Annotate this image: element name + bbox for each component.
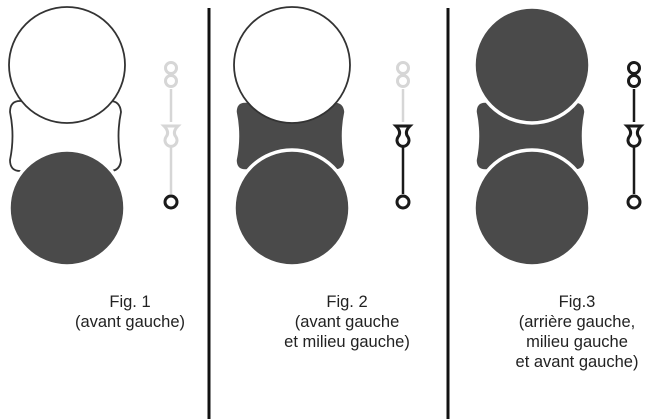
caption-line: (arrière gauche, [518,313,636,331]
caption-line: Fig.3 [558,293,596,311]
caption-line: (avant gauche [294,313,400,331]
caption-line: Fig. 2 [326,293,368,311]
seat-indicator-column [160,61,182,210]
figure-1 [7,6,182,268]
seat-group [472,5,592,268]
seat-indicator-column [392,61,414,210]
caption-line: et avant gauche) [515,353,639,371]
caption-line: Fig. 1 [109,293,151,311]
figure-2-caption: Fig. 2 (avant gauche et milieu gauche) [247,292,447,352]
middle-seat-indicator-icon [623,124,645,148]
rear-seat [8,6,126,124]
rear-seat-indicator-icon [396,61,410,88]
rear-seat [233,6,351,124]
middle-seat-indicator-icon [392,124,414,148]
caption-line: milieu gauche [526,333,628,351]
figure-2 [232,6,414,268]
seat-group [232,6,352,268]
figure-1-caption: Fig. 1 (avant gauche) [30,292,230,332]
rear-seat-indicator-icon [627,61,641,88]
front-seat [472,148,592,268]
caption-line: et milieu gauche) [284,333,410,351]
middle-seat-indicator-icon [160,124,182,148]
figure-3-caption: Fig.3 (arrière gauche, milieu gauche et … [477,292,660,372]
rear-seat-indicator-icon [164,61,178,88]
front-seat-indicator-icon [163,194,179,210]
front-seat [232,148,352,268]
figure-3 [472,5,645,268]
front-seat-indicator-icon [626,194,642,210]
caption-line: (avant gauche) [74,313,186,331]
seat-group [7,6,127,268]
front-seat [7,148,127,268]
rear-seat [472,5,592,125]
front-seat-indicator-icon [395,194,411,210]
seat-indicator-column [623,61,645,210]
